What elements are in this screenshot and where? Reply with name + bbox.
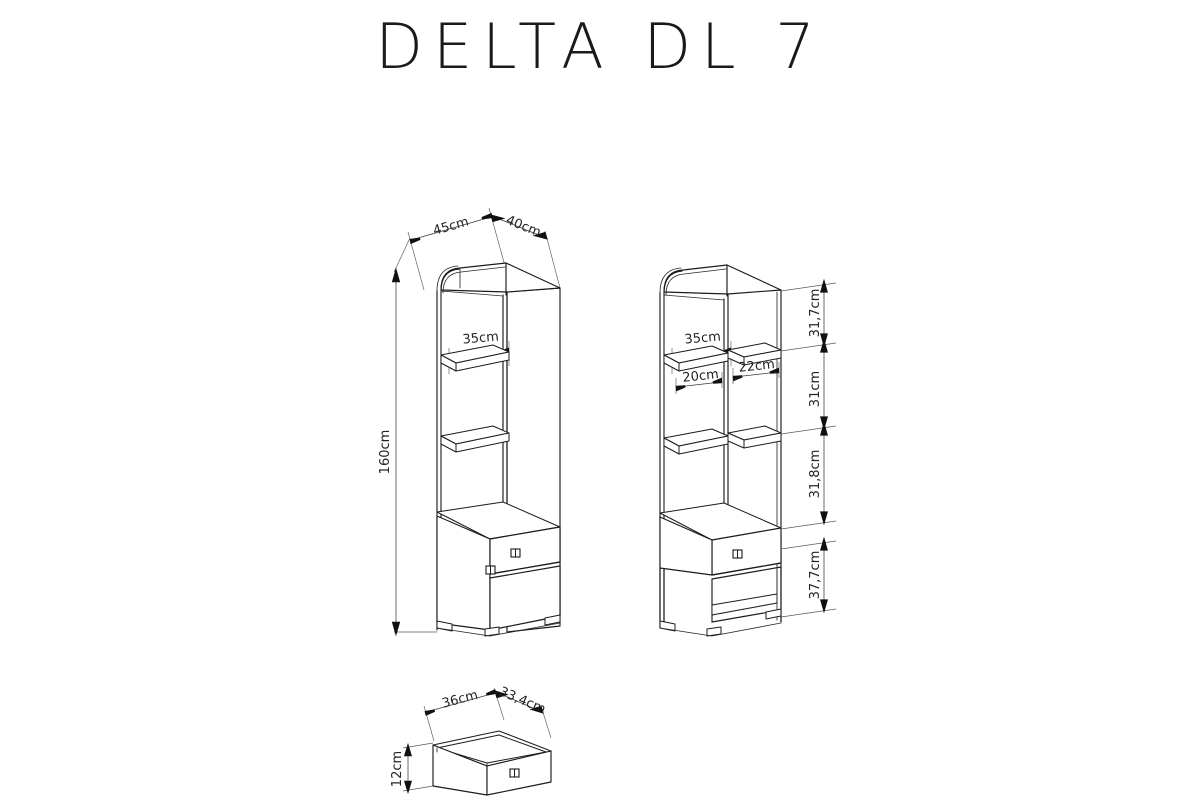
dim-height-160: 160cm <box>378 430 393 475</box>
page-title: DELTA DL 7 <box>375 10 825 83</box>
dim-vertical-31: 31cm <box>808 371 823 407</box>
dimension-bottom-377: 37,7cm <box>780 536 837 618</box>
dim-left-shelf-20: 20cm <box>682 367 720 386</box>
section-feet-group <box>659 608 782 637</box>
section-lower-left-shelf <box>663 428 729 455</box>
dim-right-shelf-22: 22cm <box>738 357 776 376</box>
feet-group <box>436 614 561 637</box>
dimension-drawer-height: 12cm <box>390 742 434 795</box>
dimension-22: 22cm <box>732 357 780 384</box>
dim-vertical-317: 31,7cm <box>808 289 823 338</box>
upper-shelf <box>440 344 510 372</box>
dimension-height-group: 160cm <box>378 237 437 637</box>
front-assembled-view: 45cm 40cm 160cm <box>378 207 561 637</box>
dim-section-shelf-35: 35cm <box>684 329 722 347</box>
open-bottom-compartment <box>659 566 782 629</box>
drawer-detail-view: 36cm 33,4cm 12cm <box>390 684 552 796</box>
section-upper-left-shelf <box>663 345 729 372</box>
dim-shelf-depth-35: 35cm <box>462 329 500 347</box>
drawer-front[interactable] <box>489 526 561 575</box>
section-lower-right-shelf <box>727 425 782 449</box>
dim-bottom-377: 37,7cm <box>808 551 823 600</box>
center-partition <box>723 264 729 517</box>
dimension-chain-right: 31,7cm 31cm 31,8cm <box>780 278 837 530</box>
section-interior-view: 35cm 20cm 22 <box>659 264 837 637</box>
dim-drawer-height-12: 12cm <box>390 751 405 787</box>
lower-shelf <box>440 425 510 453</box>
section-lower-left-face <box>659 516 713 576</box>
dim-vertical-318: 31,8cm <box>808 450 823 499</box>
dimension-20: 20cm <box>675 367 723 394</box>
section-upper-right-shelf <box>727 342 782 366</box>
